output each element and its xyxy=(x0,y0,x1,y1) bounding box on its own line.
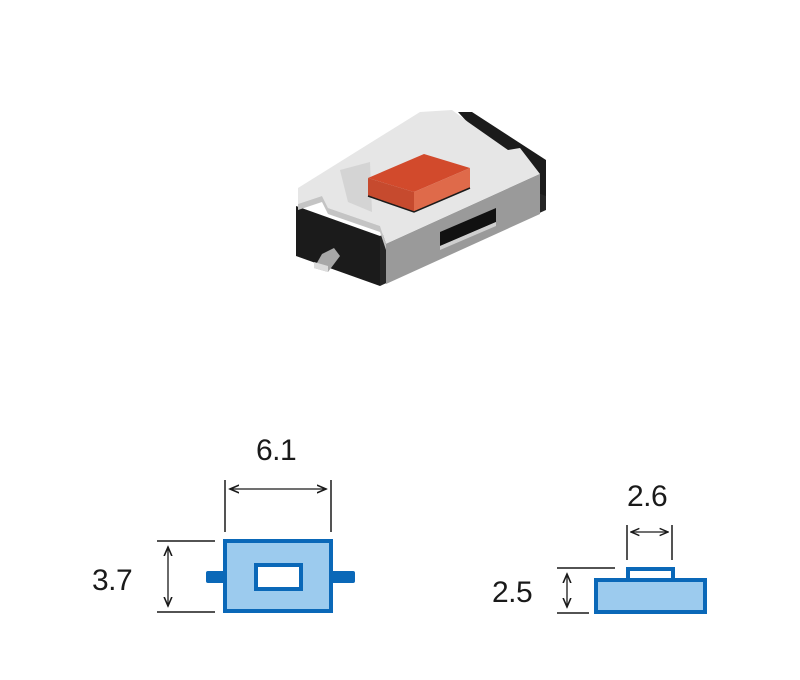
metal-cover-left-edge xyxy=(298,196,386,250)
switch-base-left-face xyxy=(296,206,380,286)
side-view-height-label: 2.5 xyxy=(492,576,533,609)
actuator-left-face xyxy=(368,178,414,212)
side-view-actuator-width-label: 2.6 xyxy=(627,480,668,513)
top-view-drawing xyxy=(157,480,355,613)
top-view-height-label: 3.7 xyxy=(92,564,133,597)
top-view-actuator xyxy=(254,563,303,591)
side-view-drawing xyxy=(557,525,707,614)
side-view-body xyxy=(594,578,707,614)
actuator-top xyxy=(368,154,470,192)
metal-cover-shadow xyxy=(340,162,372,212)
actuator-right-face xyxy=(414,168,470,212)
right-terminal xyxy=(331,571,355,583)
side-slot xyxy=(440,208,496,246)
actuator-outline xyxy=(367,187,471,213)
side-slot-rim xyxy=(440,222,496,250)
top-view-width-label: 6.1 xyxy=(256,434,297,467)
left-terminal xyxy=(206,571,226,583)
solder-terminal-tip xyxy=(314,262,328,272)
